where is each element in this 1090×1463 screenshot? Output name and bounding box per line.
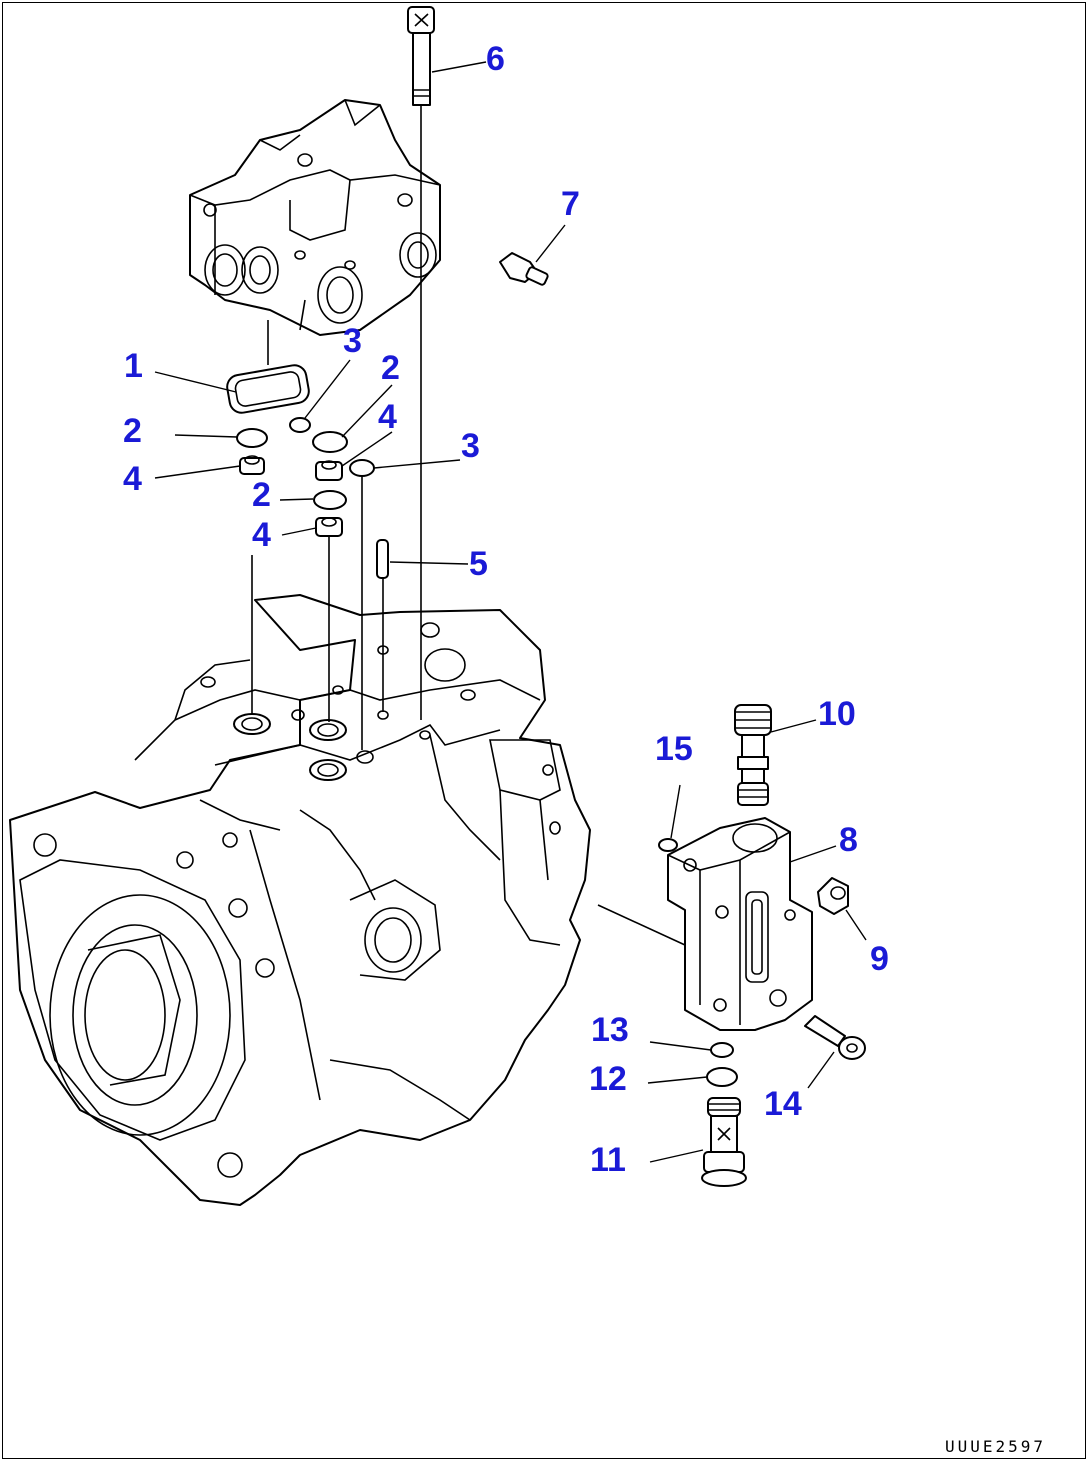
o-ring-part-15 (658, 838, 678, 852)
callout-11: 11 (590, 1141, 626, 1179)
cartridge-part-11 (701, 1097, 747, 1187)
callout-14: 14 (764, 1085, 802, 1123)
control-valve-assembly (189, 99, 441, 365)
o-ring-part-2c (313, 490, 347, 510)
leader-lines (154, 61, 867, 1163)
bolt-part-6 (407, 6, 435, 106)
drawing-code: UUUE2597 (945, 1437, 1046, 1456)
callout-13: 13 (591, 1011, 629, 1049)
o-ring-part-12 (706, 1067, 738, 1087)
callout-4: 4 (252, 516, 271, 554)
cartridge-part-10 (734, 704, 772, 806)
callout-2: 2 (381, 349, 400, 387)
plug-part-9 (817, 877, 849, 915)
callout-10: 10 (818, 695, 856, 733)
o-ring-part-2b (312, 431, 348, 453)
callout-2: 2 (252, 476, 271, 514)
callout-6: 6 (486, 40, 505, 78)
callout-15: 15 (655, 730, 693, 768)
screw-part-14 (804, 1015, 866, 1060)
callout-2: 2 (123, 412, 142, 450)
callout-7: 7 (561, 185, 580, 223)
assembly-center-lines (251, 105, 686, 946)
callout-8: 8 (839, 821, 858, 859)
o-ring-part-13 (710, 1042, 734, 1058)
callout-labels: 1 2 2 2 3 3 4 4 4 5 6 7 8 9 10 11 12 13 … (123, 40, 889, 1179)
o-ring-part-2a (236, 428, 268, 448)
bushing-part-4c (315, 517, 343, 537)
callout-12: 12 (589, 1060, 627, 1098)
callout-3: 3 (343, 322, 362, 360)
callout-4: 4 (123, 460, 142, 498)
gasket-part-1 (226, 364, 310, 414)
pin-part-5 (376, 539, 389, 579)
callout-4: 4 (378, 398, 397, 436)
o-ring-part-3b (349, 459, 375, 477)
bushing-part-4a (239, 455, 265, 475)
valve-block-part-8 (667, 817, 813, 1031)
fitting-part-7 (499, 252, 549, 286)
callout-1: 1 (124, 347, 143, 385)
callout-9: 9 (870, 940, 889, 978)
callout-3: 3 (461, 427, 480, 465)
pump-body (9, 594, 591, 1206)
bushing-part-4b (315, 460, 343, 481)
o-ring-part-3a (289, 417, 311, 433)
callout-5: 5 (469, 545, 488, 583)
